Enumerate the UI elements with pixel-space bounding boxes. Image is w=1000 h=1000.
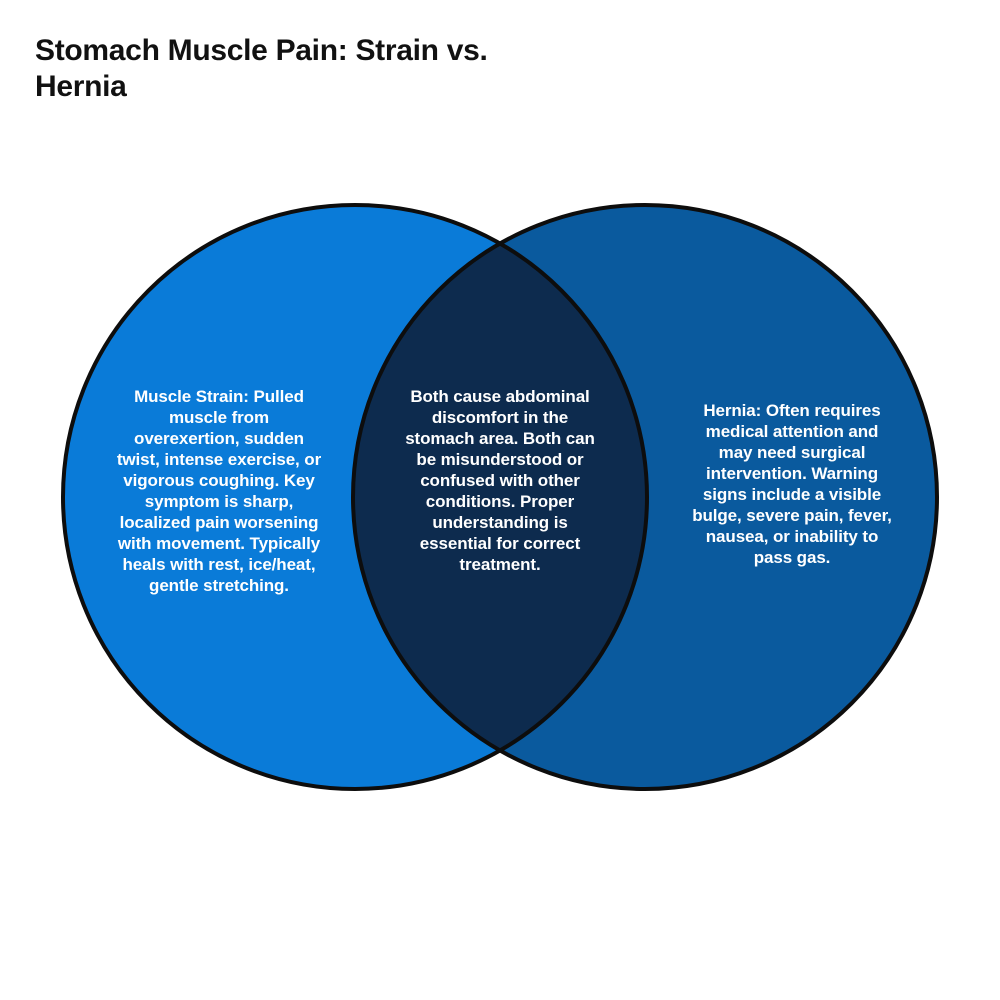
venn-label-right: Hernia: Often requires medical attention… — [692, 401, 892, 567]
venn-label-intersection: Both cause abdominal discomfort in the s… — [405, 387, 595, 574]
venn-circle-left-outline — [61, 203, 649, 791]
venn-circle-right-outline — [351, 203, 939, 791]
page-title: Stomach Muscle Pain: Strain vs. Hernia — [35, 34, 488, 103]
venn-label-left: Muscle Strain: Pulled muscle from overex… — [116, 387, 322, 595]
